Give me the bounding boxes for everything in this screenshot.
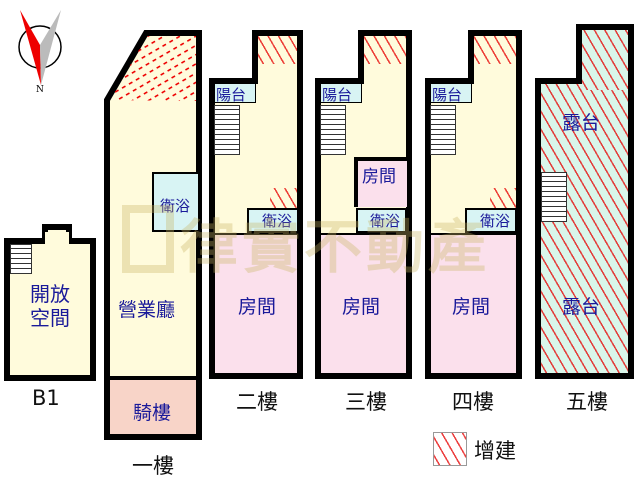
- 4f-balcony-label: 陽台: [432, 86, 463, 104]
- floor-label-3f: 三樓: [345, 390, 387, 414]
- b1-room-label-1: 開放: [30, 282, 70, 306]
- stairs-icon: [214, 105, 240, 155]
- north-label: N: [36, 85, 44, 95]
- stairs-icon: [320, 105, 346, 155]
- 5f-terrace-label-2: 露台: [562, 296, 601, 318]
- floor-label-1f: 一樓: [132, 454, 174, 478]
- floor-label-2f: 二樓: [236, 390, 278, 414]
- 4f-room-label: 房間: [452, 296, 491, 318]
- 4f-bath-label: 衛浴: [480, 212, 511, 230]
- 1f-main-label: 營業廳: [118, 299, 176, 321]
- 2f-bath: [247, 208, 299, 233]
- 3f-small-room-label: 房間: [362, 167, 396, 187]
- 4f-bath: [465, 208, 517, 233]
- 2f-balcony: [214, 83, 256, 103]
- legend-label: 增建: [474, 439, 516, 463]
- 2f-balcony-label: 陽台: [216, 86, 247, 104]
- 3f-room-label: 房間: [342, 296, 381, 318]
- 1f-arcade-label: 騎樓: [133, 402, 172, 424]
- b1-room-label-2: 空間: [30, 306, 70, 330]
- stairs-icon: [10, 244, 32, 274]
- stairs-icon: [430, 105, 456, 155]
- 2f-bath-label: 衛浴: [262, 212, 293, 230]
- stairs-icon: [541, 172, 567, 222]
- 1f-bath-label: 衛浴: [160, 197, 191, 215]
- 3f-bath: [356, 208, 407, 233]
- legend-swatch: [433, 432, 467, 466]
- floor-label-4f: 四樓: [452, 390, 494, 414]
- 4f-balcony: [430, 83, 472, 103]
- watermark-logo: [122, 205, 174, 273]
- 5f-terrace-label-1: 露台: [562, 112, 601, 134]
- 3f-bath-label: 衛浴: [370, 212, 401, 230]
- 2f-room-label: 房間: [238, 296, 277, 318]
- 3f-balcony-label: 陽台: [322, 86, 353, 104]
- floor-label-5f: 五樓: [566, 390, 608, 414]
- 1f-bath: [152, 172, 200, 232]
- floor-label-b1: B1: [32, 386, 60, 410]
- floor-5f: [535, 78, 634, 379]
- floor-1f: [104, 30, 202, 440]
- 3f-balcony: [320, 83, 362, 103]
- 3f-small-room: [354, 157, 407, 207]
- watermark: 律實不動產: [180, 213, 491, 281]
- compass-icon: [14, 5, 64, 95]
